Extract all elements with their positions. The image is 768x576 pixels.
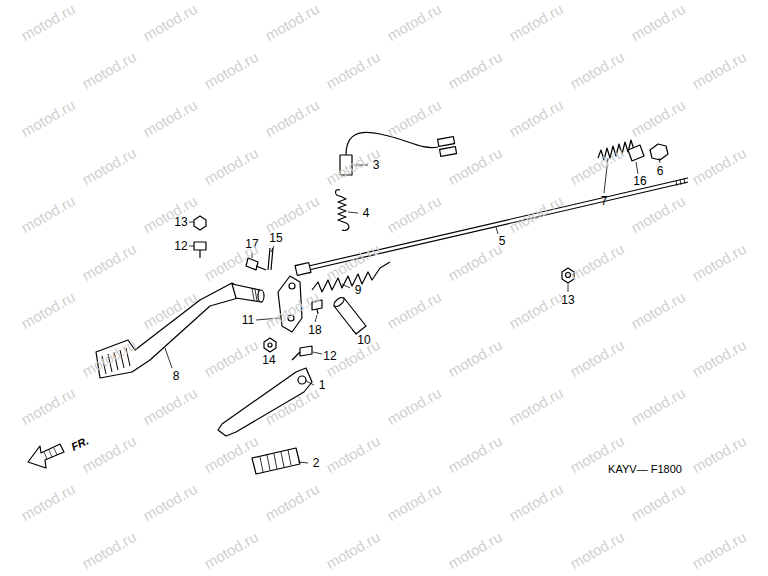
watermark: motod.ru bbox=[263, 97, 322, 140]
callout-number: 9 bbox=[355, 284, 362, 296]
watermark: motod.ru bbox=[19, 97, 78, 140]
watermark: motod.ru bbox=[629, 193, 688, 236]
watermark: motod.ru bbox=[507, 97, 566, 140]
watermark: motod.ru bbox=[568, 49, 627, 92]
watermark: motod.ru bbox=[507, 193, 566, 236]
watermark: motod.ru bbox=[507, 1, 566, 44]
watermark: motod.ru bbox=[446, 241, 505, 284]
watermark: motod.ru bbox=[80, 241, 139, 284]
watermark: motod.ru bbox=[263, 481, 322, 524]
watermark: motod.ru bbox=[385, 193, 444, 236]
callout-number: 1 bbox=[319, 379, 326, 391]
watermark: motod.ru bbox=[141, 481, 200, 524]
watermark: motod.ru bbox=[629, 481, 688, 524]
watermark: motod.ru bbox=[446, 433, 505, 476]
diagram-code: KAYV— F1800 bbox=[608, 464, 682, 475]
callout-number: 16 bbox=[633, 175, 646, 187]
watermark: motod.ru bbox=[263, 1, 322, 44]
watermark: motod.ru bbox=[507, 385, 566, 428]
watermark: motod.ru bbox=[141, 385, 200, 428]
callout-number: 2 bbox=[313, 457, 320, 469]
watermark: motod.ru bbox=[202, 337, 261, 380]
callout-number: 18 bbox=[308, 324, 321, 336]
watermark: motod.ru bbox=[141, 1, 200, 44]
watermark: motod.ru bbox=[507, 289, 566, 332]
watermark: motod.ru bbox=[19, 289, 78, 332]
watermark: motod.ru bbox=[80, 529, 139, 572]
watermark: motod.ru bbox=[629, 97, 688, 140]
callout-number: 7 bbox=[601, 195, 608, 207]
watermark: motod.ru bbox=[202, 433, 261, 476]
watermark: motod.ru bbox=[385, 289, 444, 332]
watermark: motod.ru bbox=[690, 433, 749, 476]
callout-number: 6 bbox=[657, 165, 664, 177]
watermark: motod.ru bbox=[324, 529, 383, 572]
watermark: motod.ru bbox=[202, 145, 261, 188]
watermark: motod.ru bbox=[385, 385, 444, 428]
watermark: motod.ru bbox=[385, 1, 444, 44]
watermark: motod.ru bbox=[629, 385, 688, 428]
watermark: motod.ru bbox=[202, 49, 261, 92]
callout-number: 8 bbox=[173, 370, 180, 382]
watermark: motod.ru bbox=[19, 385, 78, 428]
watermark: motod.ru bbox=[324, 49, 383, 92]
watermark: motod.ru bbox=[568, 241, 627, 284]
watermark: motod.ru bbox=[507, 481, 566, 524]
callout-number: 11 bbox=[242, 314, 254, 326]
watermark: motod.ru bbox=[385, 97, 444, 140]
watermark: motod.ru bbox=[446, 529, 505, 572]
watermark: motod.ru bbox=[80, 433, 139, 476]
watermark: motod.ru bbox=[202, 529, 261, 572]
watermark: motod.ru bbox=[446, 49, 505, 92]
watermark: motod.ru bbox=[690, 337, 749, 380]
watermark: motod.ru bbox=[80, 145, 139, 188]
callout-number: 14 bbox=[262, 354, 275, 366]
watermark: motod.ru bbox=[19, 193, 78, 236]
callout-number: 4 bbox=[363, 207, 370, 219]
watermark: motod.ru bbox=[690, 529, 749, 572]
watermark: motod.ru bbox=[263, 193, 322, 236]
watermark: motod.ru bbox=[568, 529, 627, 572]
callout-number: 12 bbox=[174, 240, 187, 252]
watermark: motod.ru bbox=[568, 145, 627, 188]
watermark: motod.ru bbox=[446, 337, 505, 380]
watermark: motod.ru bbox=[80, 49, 139, 92]
watermark: motod.ru bbox=[324, 433, 383, 476]
direction-label: FR. bbox=[70, 435, 91, 452]
watermark: motod.ru bbox=[19, 481, 78, 524]
watermark: motod.ru bbox=[19, 1, 78, 44]
watermark: motod.ru bbox=[141, 97, 200, 140]
watermark: motod.ru bbox=[690, 241, 749, 284]
watermark: motod.ru bbox=[690, 145, 749, 188]
watermark: motod.ru bbox=[629, 289, 688, 332]
watermark: motod.ru bbox=[690, 49, 749, 92]
watermark: motod.ru bbox=[385, 481, 444, 524]
watermark: motod.ru bbox=[568, 337, 627, 380]
watermark: motod.ru bbox=[629, 1, 688, 44]
watermark: motod.ru bbox=[141, 193, 200, 236]
